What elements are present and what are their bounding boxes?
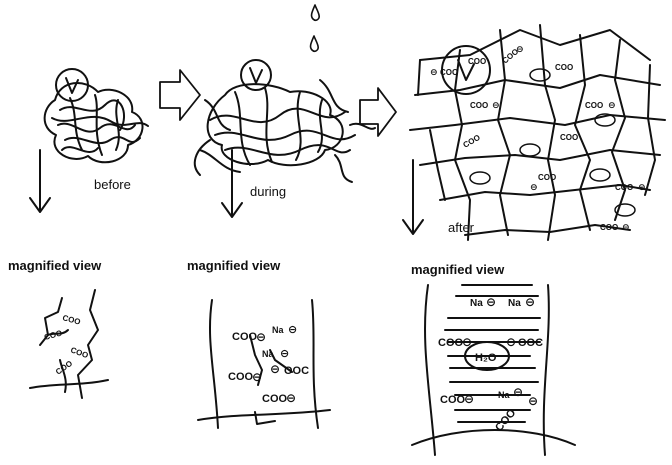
ooc-label: OOC: [518, 337, 543, 349]
na-label: Na: [272, 325, 284, 335]
minus-sign: ⊖: [430, 67, 438, 77]
minus-sign: ⊖: [622, 222, 630, 232]
minus-sign: ⊖: [525, 295, 535, 309]
minus-sign: ⊖: [256, 330, 266, 344]
minus-sign: ⊖: [492, 100, 500, 110]
minus-sign: ⊖: [462, 335, 472, 349]
minus-sign: ⊖: [280, 348, 289, 360]
coo-label: COO: [555, 63, 573, 72]
minus-sign: ⊖: [530, 182, 538, 192]
minus-sign: ⊖: [486, 295, 496, 309]
h2o-label: H₂O: [475, 352, 497, 364]
coo-label: COO: [440, 68, 458, 77]
coo-label: COO: [440, 394, 466, 406]
minus-sign: ⊖: [506, 335, 516, 349]
coo-label: COO: [538, 173, 556, 182]
minus-sign: ⊖: [516, 44, 524, 54]
polymer-ball-before: [43, 68, 149, 164]
coo-label: COO: [560, 133, 578, 142]
stage-label-during: during: [250, 184, 287, 199]
minus-sign: ⊖: [464, 392, 474, 406]
na-label: Na: [262, 349, 274, 359]
minus-sign: ⊖: [286, 391, 296, 405]
stage-label-after: after: [448, 220, 475, 235]
coo-label: COO: [228, 371, 254, 383]
coo-label: COO: [615, 183, 633, 192]
minus-sign: ⊖: [513, 385, 523, 399]
magnified-label-during: magnified view: [187, 258, 281, 273]
coo-label: COO: [600, 223, 618, 232]
magnified-after: [411, 284, 576, 456]
ooc-label: OOC: [284, 365, 309, 377]
coo-label: COO: [585, 101, 603, 110]
magnified-during: [197, 299, 331, 429]
na-label: Na: [508, 298, 521, 309]
minus-sign: ⊖: [638, 182, 646, 192]
polymer-network-after: [409, 24, 666, 241]
chem-labels: COO COO COO COO COO ⊖ Na ⊖ Na ⊖ COO ⊖ ⊖ …: [43, 44, 645, 434]
minus-sign: ⊖: [270, 362, 280, 376]
minus-sign: ⊖: [608, 100, 616, 110]
minus-sign: ⊖: [528, 394, 538, 408]
coo-label: COO: [462, 133, 482, 150]
coo-label: COO: [61, 313, 81, 326]
magnified-before: [29, 289, 109, 399]
coo-label: COO: [468, 57, 486, 66]
coo-label: COO: [43, 329, 63, 342]
na-label: Na: [470, 298, 483, 309]
polymer-mass-during: [193, 59, 376, 183]
magnified-label-before: magnified view: [8, 258, 102, 273]
minus-sign: ⊖: [288, 324, 297, 336]
na-label: Na: [498, 390, 510, 400]
coo-label: COO: [69, 345, 89, 360]
magnified-label-after: magnified view: [411, 262, 505, 277]
stage-label-before: before: [94, 177, 131, 192]
coo-label: COO: [470, 101, 488, 110]
coo-label: COO: [438, 337, 464, 349]
coo-label: COO: [232, 331, 258, 343]
coo-label: COO: [262, 393, 288, 405]
minus-sign: ⊖: [252, 370, 262, 384]
